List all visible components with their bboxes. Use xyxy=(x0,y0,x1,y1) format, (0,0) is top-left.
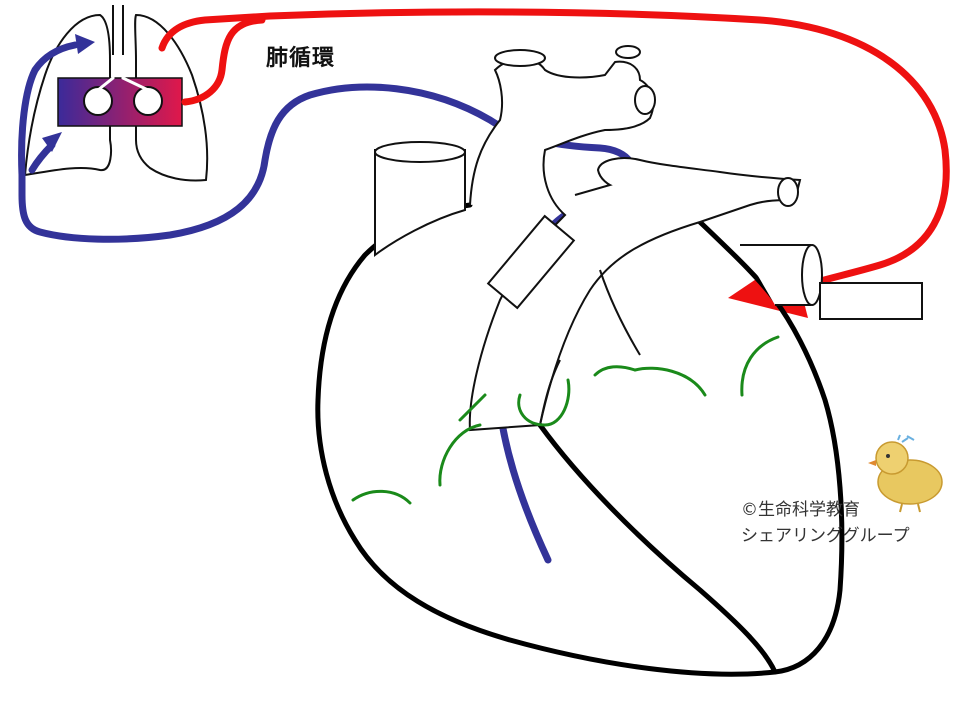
alveoli xyxy=(83,55,163,116)
brachiocephalic-top xyxy=(494,49,546,67)
superior-vena-cava xyxy=(374,149,466,257)
arrow-head-icon xyxy=(42,132,62,152)
credit-line-2: シェアリンググループ xyxy=(741,526,910,546)
blue-arrowheads xyxy=(42,34,95,152)
arrow-head-icon xyxy=(75,34,95,54)
pulmonary-vein-path xyxy=(158,8,950,294)
lungs xyxy=(23,5,209,182)
blank-label-aorta xyxy=(486,214,576,310)
blank-label-box xyxy=(819,282,923,320)
coronary-vessels xyxy=(351,335,780,505)
trachea xyxy=(112,5,124,55)
right-lung-icon xyxy=(134,13,209,182)
heart-outline xyxy=(315,202,845,677)
chick-mascot-icon xyxy=(868,434,943,513)
pulmonary-circulation-label: 肺循環 xyxy=(266,46,336,71)
lung-exchange-box xyxy=(57,77,183,127)
credit-text: ©生命科学教育 シェアリンググループ xyxy=(741,497,910,549)
left-lung-icon xyxy=(23,13,112,177)
credit-line-1: ©生命科学教育 xyxy=(741,500,860,520)
